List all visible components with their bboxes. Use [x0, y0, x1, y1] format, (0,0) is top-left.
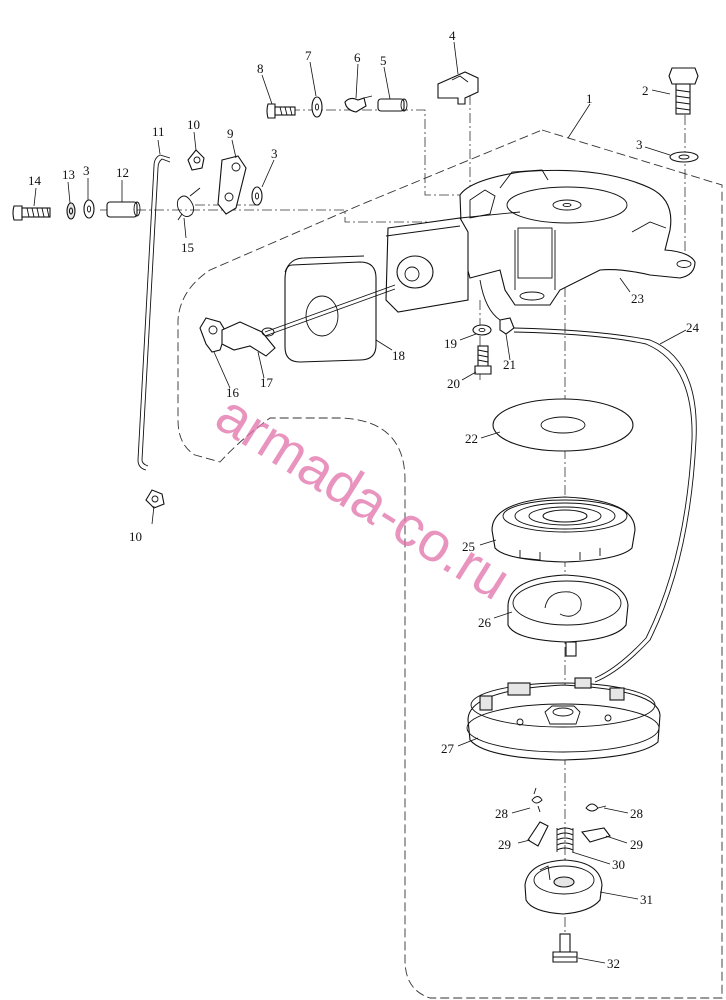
- sleeve-part-5: [377, 98, 408, 112]
- label-32: 32: [607, 956, 620, 971]
- leader-lines: [33, 41, 687, 964]
- label-14: 14: [28, 173, 42, 188]
- label-9: 9: [227, 126, 234, 141]
- spring-part-15: [176, 187, 201, 221]
- housing-boss: [385, 211, 521, 313]
- screw-part-14: [12, 205, 51, 221]
- label-4: 4: [449, 28, 456, 43]
- bracket-part-4: [437, 71, 479, 105]
- label-29-left: 29: [498, 837, 511, 852]
- spring-case-part-25: [491, 496, 636, 563]
- rope-part-24: [513, 327, 697, 683]
- label-2: 2: [642, 83, 649, 98]
- cable: [264, 284, 396, 333]
- label-31: 31: [640, 892, 653, 907]
- label-28-right: 28: [630, 806, 643, 821]
- rope-part-24-inner: [513, 331, 693, 679]
- label-13: 13: [62, 167, 75, 182]
- label-16: 16: [226, 385, 240, 400]
- lever-plate-part-9: [217, 155, 247, 215]
- watermark: armada-co.ru: [206, 382, 522, 612]
- label-7: 7: [305, 48, 312, 63]
- spring-part-28-right: [585, 803, 607, 812]
- label-26: 26: [478, 615, 492, 630]
- label-15: 15: [181, 240, 194, 255]
- screw-part-8: [266, 103, 296, 119]
- washer-part-7: [311, 96, 323, 118]
- label-29-right: 29: [630, 837, 643, 852]
- lockwasher-part-13: [66, 202, 76, 220]
- clip-part-21: [479, 279, 515, 335]
- label-30: 30: [612, 857, 625, 872]
- cable-2: [264, 288, 396, 337]
- pawl-part-29-left: [527, 821, 549, 847]
- label-20: 20: [447, 376, 460, 391]
- gasket-part-18: [284, 255, 377, 363]
- pulley-part-27: [466, 677, 661, 761]
- ratchet-part-31: [524, 859, 603, 915]
- washer-part-3-left: [83, 199, 95, 219]
- washer-part-19: [472, 324, 492, 336]
- label-24: 24: [686, 320, 700, 335]
- label-12: 12: [116, 165, 129, 180]
- label-11: 11: [152, 124, 165, 139]
- clip-part-10-bottom: [145, 489, 165, 509]
- sleeve-part-12: [106, 201, 141, 218]
- label-23: 23: [631, 291, 644, 306]
- washer-part-3-mid: [251, 186, 263, 206]
- label-8: 8: [257, 61, 264, 76]
- label-19: 19: [444, 336, 457, 351]
- plate-part-22: [492, 398, 634, 452]
- label-27: 27: [441, 741, 455, 756]
- bolt-part-2: [668, 67, 699, 115]
- label-3-mid: 3: [271, 146, 278, 161]
- label-6: 6: [354, 50, 361, 65]
- starter-housing-part-23: [459, 169, 696, 306]
- label-1: 1: [586, 91, 593, 106]
- assembly-boundary: [177, 129, 723, 999]
- clip-part-10-top: [187, 149, 205, 171]
- label-3-left: 3: [83, 163, 90, 178]
- label-22: 22: [465, 431, 478, 446]
- lever-part-17: [221, 321, 276, 357]
- label-25: 25: [462, 539, 475, 554]
- spring-part-30: [556, 827, 574, 852]
- label-10-top: 10: [187, 117, 200, 132]
- label-10-bottom: 10: [129, 529, 142, 544]
- label-28-left: 28: [495, 806, 508, 821]
- recoil-spring-part-26: [507, 574, 629, 657]
- pawl-part-29-right: [580, 827, 611, 843]
- label-18: 18: [392, 348, 405, 363]
- rod-part-11: [137, 154, 171, 471]
- label-17: 17: [260, 375, 274, 390]
- label-5: 5: [380, 53, 387, 68]
- part-number-labels: 1 2 3 4 5 6 7 8 9 10 11 3 12 3 13 14 15 …: [28, 28, 700, 971]
- bolt-part-20: [474, 345, 492, 375]
- clip-part-6: [344, 95, 373, 113]
- label-21: 21: [503, 357, 516, 372]
- spring-part-28-left: [531, 787, 543, 813]
- label-3-right: 3: [636, 137, 643, 152]
- washer-part-3: [669, 151, 699, 163]
- bolt-part-32: [552, 933, 578, 963]
